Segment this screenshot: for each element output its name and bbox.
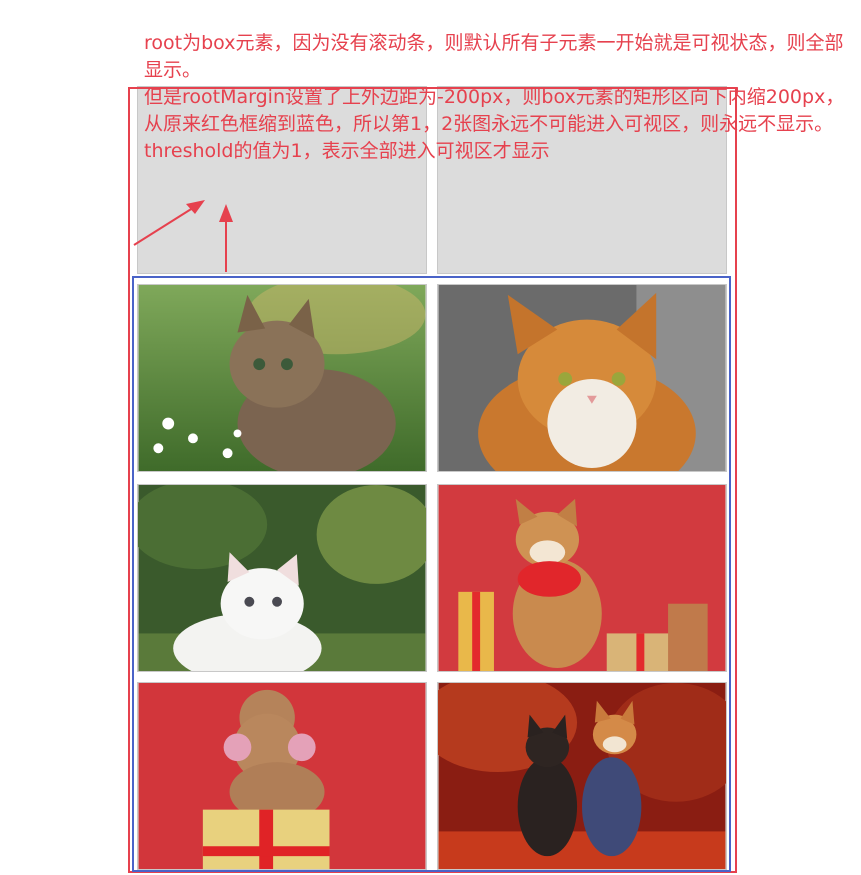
- orange-cat-icon: [438, 285, 726, 471]
- white-cat-icon: [138, 485, 426, 671]
- annotation-threshold: threshold的值为1，表示全部进入可视区才显示: [144, 140, 550, 162]
- tabby-kitten-icon: [138, 285, 426, 471]
- shiba-scarf-image: [437, 484, 727, 672]
- orange-cat-image: [437, 284, 727, 472]
- shiba-scarf-icon: [438, 485, 726, 671]
- two-shibas-icon: [438, 683, 726, 869]
- annotation-root: root为box元素，因为没有滚动条，则默认所有子元素一开始就是可视状态，则全部…: [144, 32, 844, 81]
- poodle-gift-icon: [138, 683, 426, 869]
- white-cat-image: [137, 484, 427, 672]
- annotation-root-margin: 但是rootMargin设置了上外边距为-200px，则box元素的矩形区向下内…: [144, 86, 845, 135]
- annotation-notes: root为box元素，因为没有滚动条，则默认所有子元素一开始就是可视状态，则全部…: [144, 30, 856, 165]
- two-shibas-image: [437, 682, 727, 870]
- tabby-kitten-image: [137, 284, 427, 472]
- poodle-gift-image: [137, 682, 427, 870]
- image-placeholder-2: [437, 86, 727, 274]
